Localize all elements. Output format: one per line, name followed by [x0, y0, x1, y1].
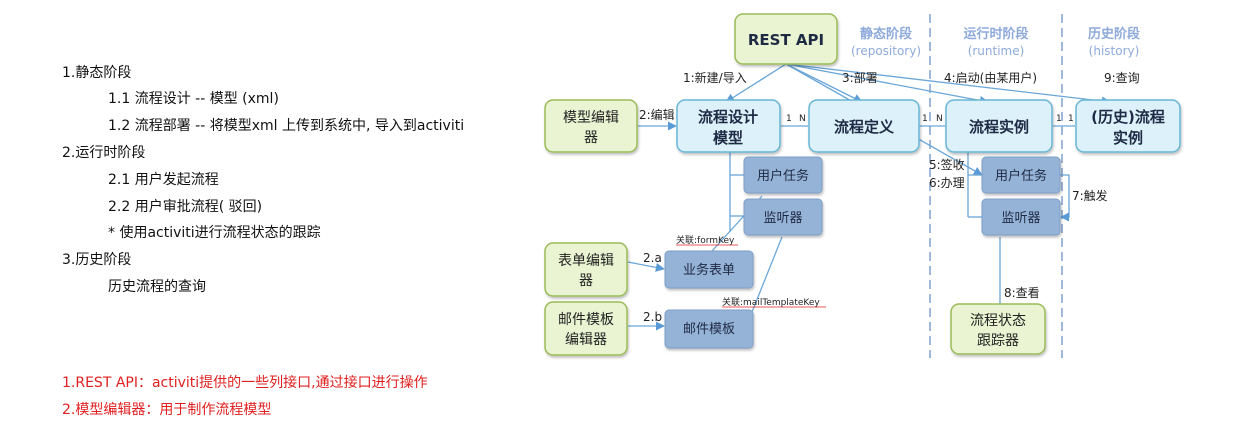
history-instance-line1: (历史)流程 [1091, 108, 1165, 126]
phase-runtime-sub: (runtime) [968, 44, 1025, 58]
listener-runtime-label: 监听器 [1001, 211, 1040, 226]
label-deploy: 3:部署 [842, 70, 878, 85]
note-rest-api: 1.REST API：activiti提供的一些列接口,通过接口进行操作 [62, 375, 428, 391]
user-task-static-label: 用户任务 [757, 168, 809, 184]
edge-new-import [725, 63, 787, 103]
label-n-a: N [799, 114, 806, 124]
outline-line: 1.1 流程设计 -- 模型 (xml) [108, 91, 279, 107]
model-editor-line2: 器 [584, 130, 598, 146]
label-one-d: 1 [1068, 114, 1074, 124]
label-handle: 6:办理 [929, 175, 965, 190]
status-tracker-line1: 流程状态 [970, 313, 1026, 329]
outline-line: 1.2 流程部署 -- 将模型xml 上传到系统中, 导入到activiti [108, 118, 465, 134]
label-one-c: 1 [1056, 114, 1062, 124]
node-form-editor: 表单编辑 器 [544, 242, 628, 297]
business-form-label: 业务表单 [683, 262, 735, 278]
node-mail-editor: 邮件模板 编辑器 [544, 301, 628, 356]
node-model-editor: 模型编辑 器 [544, 99, 638, 153]
phase-runtime-title: 运行时阶段 [963, 26, 1028, 42]
node-business-form: 业务表单 [664, 250, 754, 289]
label-form-key: 关联:formKey [676, 234, 735, 246]
outline-line: 2.运行时阶段 [62, 145, 146, 161]
model-editor-line1: 模型编辑 [563, 110, 619, 126]
label-mail-key: 关联:mailTemplateKey [722, 296, 820, 308]
label-form-2a: 2.a [643, 251, 662, 265]
node-process-instance: 流程实例 [945, 99, 1053, 153]
mail-template-label: 邮件模板 [683, 322, 735, 337]
node-user-task-runtime: 用户任务 [981, 156, 1061, 194]
node-rest-api: REST API [734, 13, 838, 65]
label-one-b: 1 [922, 114, 928, 124]
node-process-definition: 流程定义 [808, 99, 920, 153]
outline-line: 历史流程的查询 [108, 279, 206, 295]
phase-dividers [929, 14, 1063, 358]
user-task-runtime-label: 用户任务 [995, 168, 1047, 184]
process-design-line1: 流程设计 [698, 108, 758, 126]
node-status-tracker: 流程状态 跟踪器 [950, 303, 1046, 355]
edge-query [785, 63, 1111, 106]
label-n-b: N [936, 114, 943, 124]
rest-api-label: REST API [748, 31, 824, 49]
outline-text: 1.静态阶段 1.1 流程设计 -- 模型 (xml) 1.2 流程部署 -- … [0, 0, 540, 428]
node-listener-static: 监听器 [743, 198, 823, 236]
node-user-task-static: 用户任务 [743, 156, 823, 194]
listener-static-label: 监听器 [763, 211, 802, 226]
edge-trigger [1060, 174, 1070, 222]
label-one-a: 1 [786, 114, 792, 124]
phase-history-sub: (history) [1089, 44, 1140, 58]
process-design-line2: 模型 [713, 129, 743, 147]
edge-deploy [785, 63, 863, 103]
label-trigger: 7:触发 [1072, 188, 1108, 203]
node-history-instance: (历史)流程 实例 [1075, 99, 1181, 153]
phase-static-title: 静态阶段 [860, 26, 912, 42]
phase-history-title: 历史阶段 [1088, 26, 1140, 42]
outline-line: 1.静态阶段 [62, 65, 132, 81]
note-model-editor: 2.模型编辑器：用于制作流程模型 [62, 402, 272, 418]
outline-line: * 使用activiti进行流程状态的跟踪 [108, 225, 321, 241]
phase-static-sub: (repository) [851, 44, 921, 58]
label-edit: 2:编辑 [639, 107, 675, 122]
process-instance-label: 流程实例 [969, 118, 1029, 136]
label-mail-2b: 2.b [643, 310, 662, 324]
label-new-import: 1:新建/导入 [683, 70, 747, 85]
outline-line: 3.历史阶段 [62, 252, 132, 268]
label-sign: 5:签收 [929, 157, 965, 172]
status-tracker-line2: 跟踪器 [977, 333, 1019, 349]
process-definition-label: 流程定义 [834, 118, 894, 136]
label-start: 4:启动(由某用户) [944, 70, 1037, 85]
label-query: 9:查询 [1104, 71, 1140, 85]
node-process-design-model: 流程设计 模型 [676, 99, 781, 153]
edge-start [785, 63, 989, 105]
mail-editor-line2: 编辑器 [565, 332, 607, 348]
mail-editor-line1: 邮件模板 [558, 312, 614, 328]
form-editor-line2: 器 [579, 273, 593, 289]
edge-mail-key [751, 236, 783, 313]
outline-line: 2.2 用户审批流程( 驳回) [108, 199, 263, 215]
form-editor-line1: 表单编辑 [558, 253, 614, 269]
outline-line: 2.1 用户发起流程 [108, 172, 219, 188]
node-mail-template: 邮件模板 [664, 309, 754, 349]
label-view: 8:查看 [1004, 286, 1040, 300]
history-instance-line2: 实例 [1113, 129, 1143, 147]
edge-form-2a [627, 261, 665, 272]
node-listener-runtime: 监听器 [981, 198, 1061, 236]
